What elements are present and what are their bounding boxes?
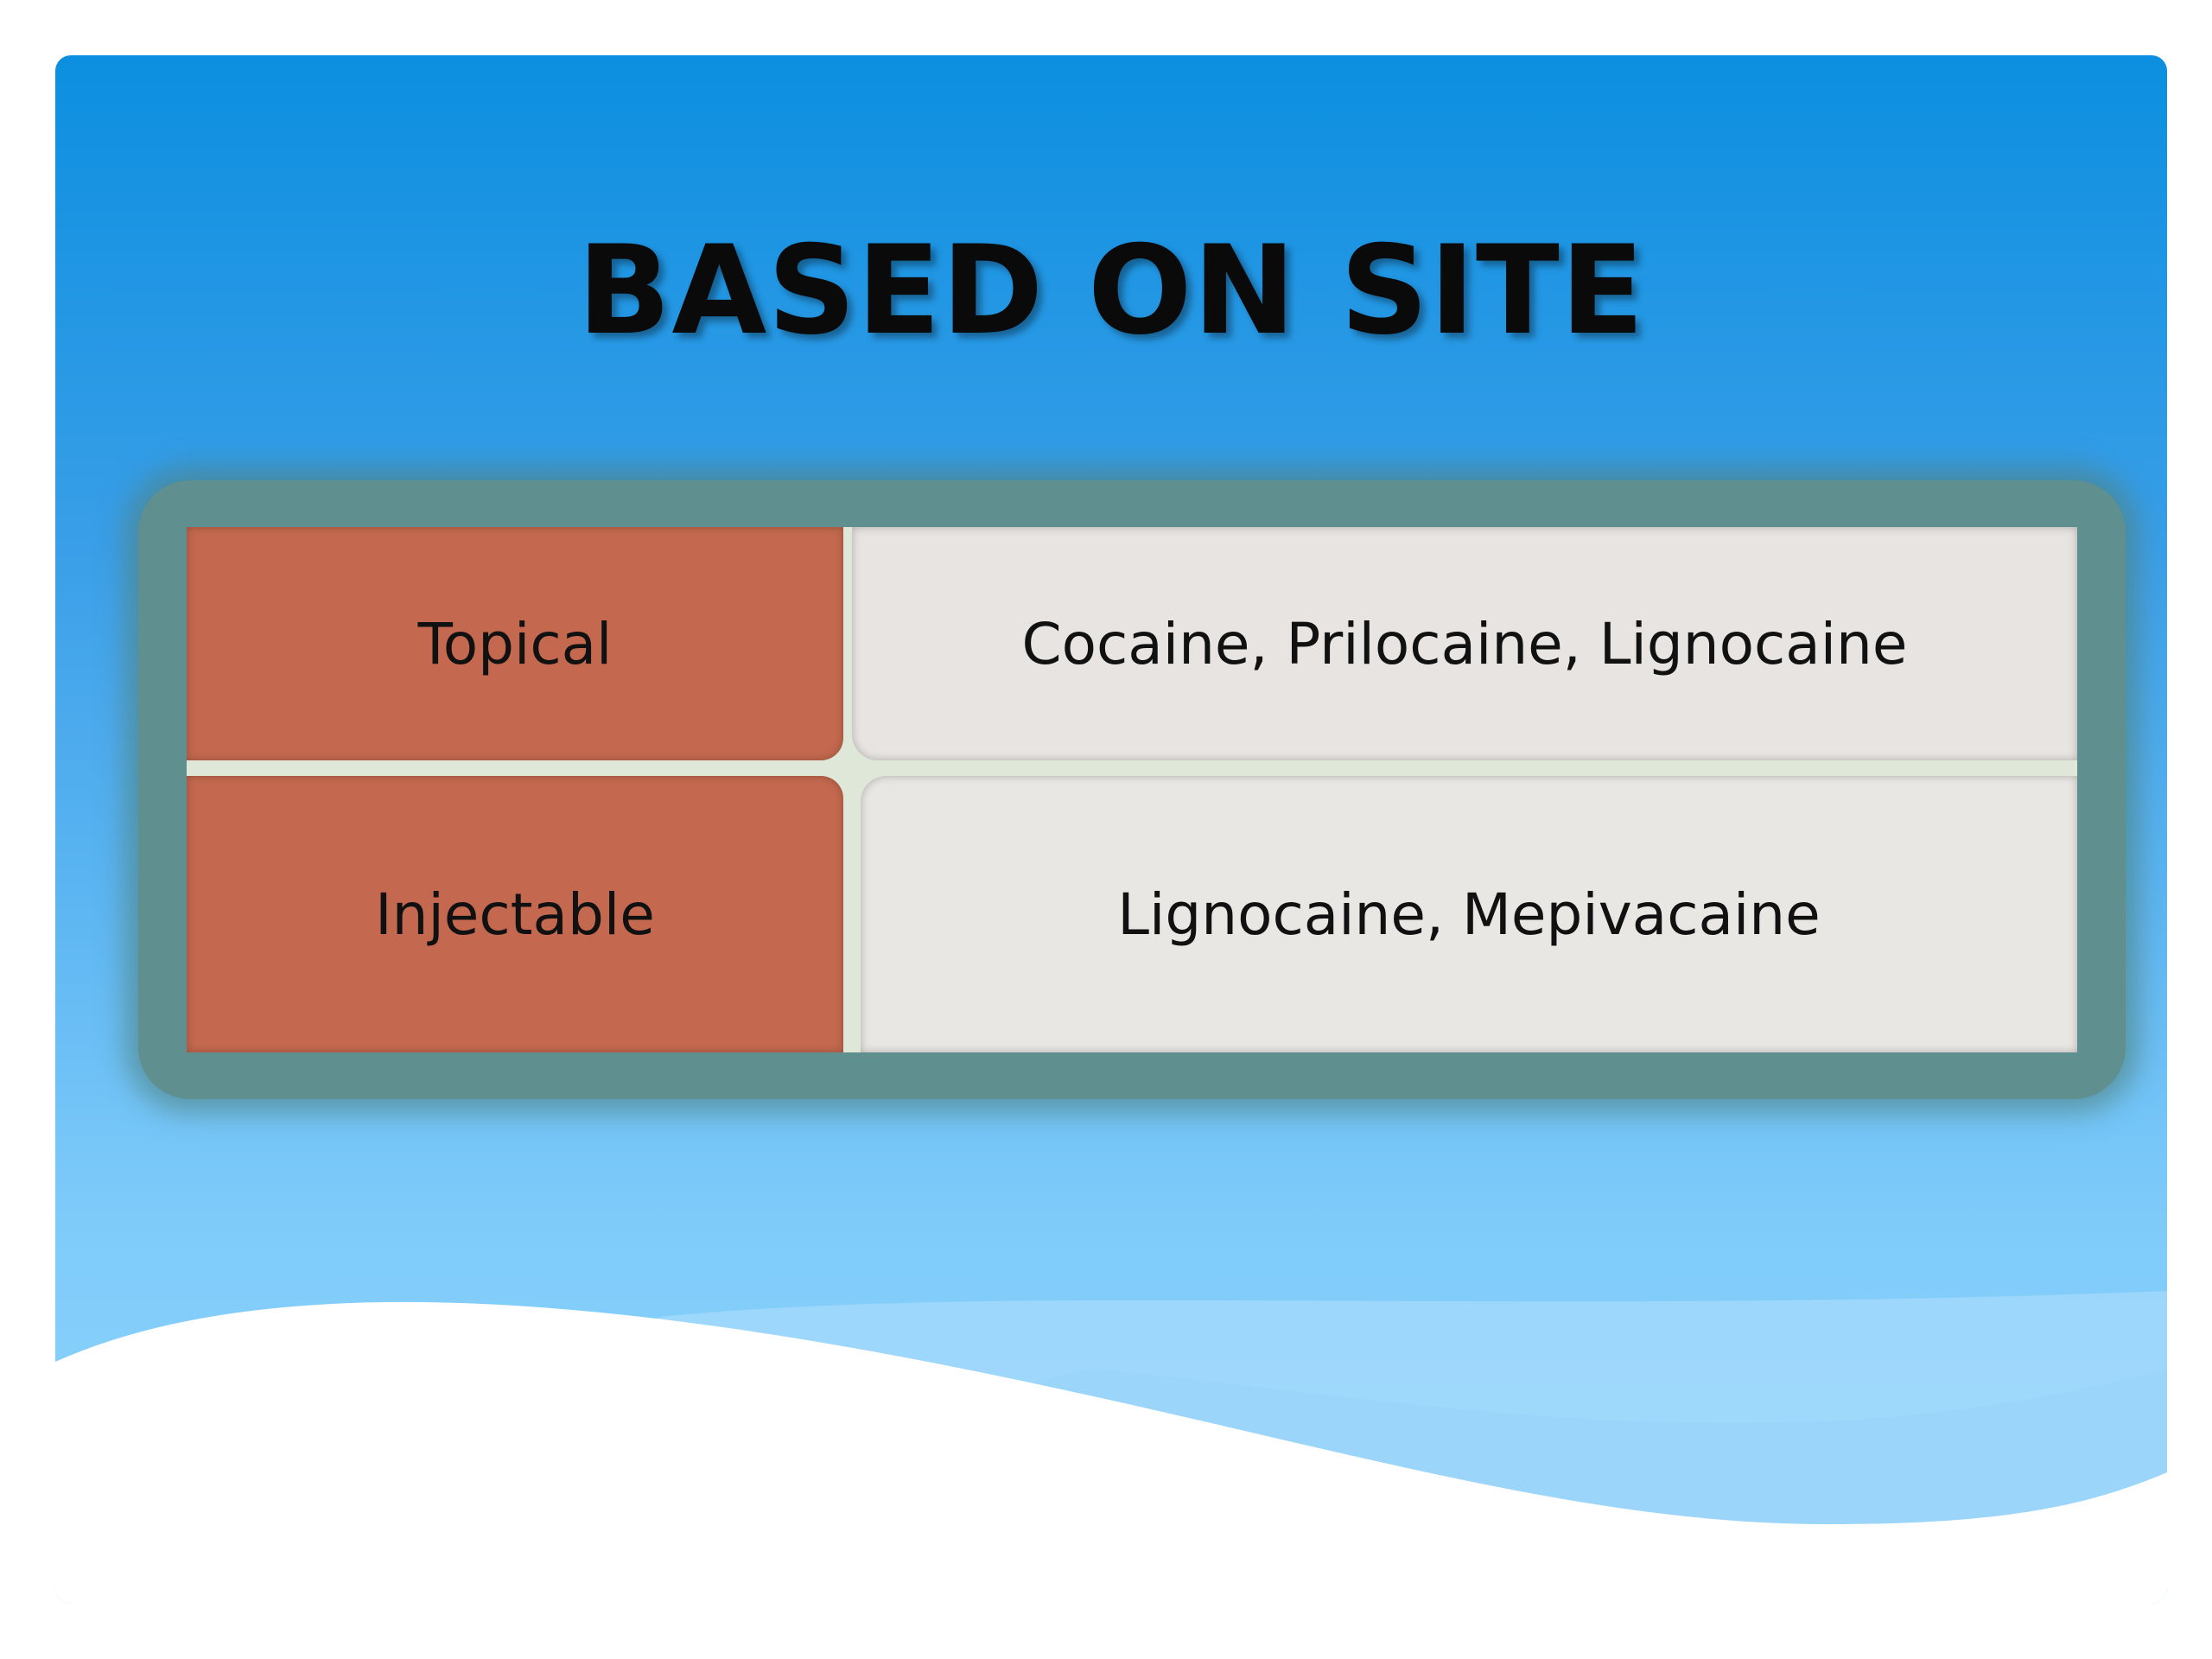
table-row-category: Topical bbox=[187, 527, 843, 760]
wave-white bbox=[55, 1301, 2167, 1604]
table-row-drugs: Lignocaine, Mepivacaine bbox=[861, 776, 2077, 1052]
drug-list-label: Cocaine, Prilocaine, Lignocaine bbox=[1021, 610, 1908, 677]
category-label: Injectable bbox=[375, 880, 655, 948]
table-grid: Topical Cocaine, Prilocaine, Lignocaine … bbox=[187, 527, 2077, 1052]
slide: BASED ON SITE Topical Cocaine, Prilocain… bbox=[55, 55, 2167, 1604]
drug-list-label: Lignocaine, Mepivacaine bbox=[1117, 880, 1821, 948]
table-row-drugs: Cocaine, Prilocaine, Lignocaine bbox=[852, 527, 2077, 760]
decorative-waves bbox=[55, 1291, 2167, 1604]
classification-table: Topical Cocaine, Prilocaine, Lignocaine … bbox=[138, 480, 2126, 1099]
table-row-category: Injectable bbox=[187, 776, 843, 1052]
category-label: Topical bbox=[417, 610, 613, 677]
slide-title: BASED ON SITE bbox=[577, 219, 1645, 362]
